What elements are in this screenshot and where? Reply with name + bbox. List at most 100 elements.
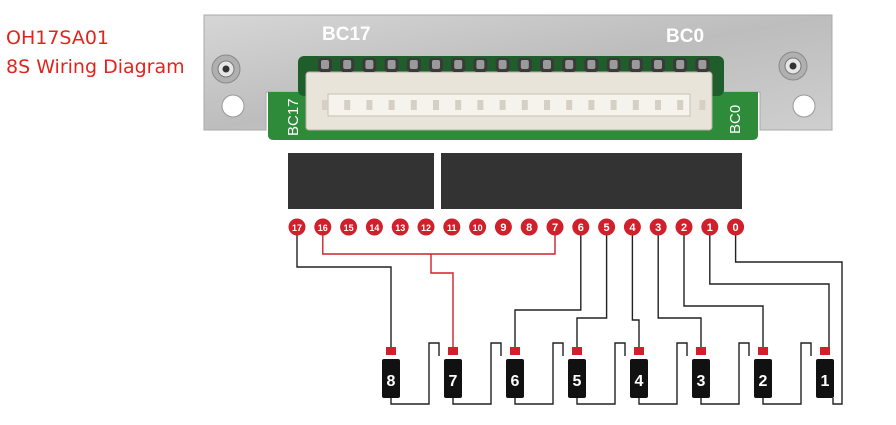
cell-label: 4: [635, 373, 644, 390]
pin-6: 6: [572, 218, 590, 236]
connector-pin-contact: [432, 60, 440, 69]
cell-body: [630, 359, 648, 398]
pin-dot: [727, 218, 745, 236]
cell-4: 4: [630, 347, 648, 398]
pin-8: 8: [520, 218, 538, 236]
plate-label-bc17: BC17: [322, 24, 371, 45]
pin-label: 12: [421, 223, 431, 233]
pin-label: 17: [292, 223, 302, 233]
pin-label: 2: [681, 222, 687, 234]
wire-series-link: [762, 342, 812, 405]
pin-dot: [675, 218, 693, 236]
connector-pins: [318, 58, 710, 110]
pin-dot: [469, 218, 487, 236]
pin-label: 15: [344, 223, 354, 233]
pin-12: 12: [417, 218, 435, 236]
cell-positive-cap: [634, 347, 644, 355]
pin-label: 6: [578, 222, 584, 234]
pcb-label-bc17: BC17: [285, 98, 302, 136]
wire-pin6-cell6: [514, 227, 582, 352]
connector-pin-contact: [409, 60, 418, 69]
pin-label: 11: [447, 223, 457, 233]
pin-dot: [288, 218, 306, 236]
connector-slot-tab: [521, 100, 528, 110]
connector-slot-tab: [410, 100, 417, 110]
connector-pin-contact: [520, 60, 529, 69]
cell-label: 7: [449, 373, 458, 390]
cell-1: 1: [816, 347, 834, 398]
pin-dot: [520, 218, 538, 236]
pin-14: 14: [365, 218, 383, 236]
wire-series-link: [390, 342, 440, 405]
connector-pin-contact: [676, 60, 685, 69]
cell-body: [568, 359, 586, 398]
pin-label: 3: [655, 222, 661, 234]
cell-body: [444, 359, 462, 398]
wire-series-link: [576, 342, 626, 405]
connector-pin-contact: [387, 60, 396, 69]
title-subtitle: 8S Wiring Diagram: [6, 56, 185, 78]
pin-0: 0: [727, 218, 745, 236]
cell-2: 2: [754, 347, 772, 398]
mount-hole-left: [221, 94, 245, 118]
connector-slot-tab: [433, 100, 439, 110]
connector-slot-tab: [388, 100, 395, 110]
connector-pin-contact: [498, 60, 507, 69]
connector-pin-contact: [321, 60, 329, 69]
pin-dot: [572, 218, 590, 236]
wires: [296, 227, 843, 405]
pin-dot: [598, 218, 616, 236]
cell-positive-cap: [820, 347, 830, 355]
screw-left-icon: [211, 54, 241, 84]
cell-body: [754, 359, 772, 398]
connector-pin-contact: [654, 60, 662, 69]
pin-dot: [701, 218, 719, 236]
cell-label: 3: [697, 373, 706, 390]
cell-label: 5: [573, 373, 582, 390]
pin-label: 10: [473, 223, 483, 233]
pin-16: 16: [314, 218, 332, 236]
pin-label: 14: [369, 223, 379, 233]
pin-dot: [546, 218, 564, 236]
connector-pin-contact: [587, 60, 596, 69]
connector-slot-tab: [655, 100, 661, 110]
connector-slot-tab: [699, 100, 706, 110]
cell-label: 8: [387, 373, 396, 390]
pin-dot: [314, 218, 332, 236]
pin-label: 7: [552, 222, 558, 234]
cell-label: 6: [511, 373, 520, 390]
pin-label: 8: [526, 222, 532, 234]
pin-1: 1: [701, 218, 719, 236]
cell-positive-cap: [386, 347, 396, 355]
connector-slot-tab: [677, 100, 684, 110]
wire-pin17-cell8: [296, 227, 392, 352]
pin-header-bar-right: [441, 153, 742, 209]
wire-pin3-cell3: [657, 227, 702, 352]
cell-positive-cap: [510, 347, 520, 355]
pin-label: 9: [500, 222, 506, 234]
pin-label: 16: [318, 223, 328, 233]
title-model: OH17SA01: [6, 27, 110, 49]
pin-15: 15: [340, 218, 358, 236]
pin-10: 10: [469, 218, 487, 236]
wire-series-link: [700, 342, 750, 405]
wire-pin4-cell4: [631, 227, 640, 352]
connector-slot-tab: [344, 100, 351, 110]
pin-dot: [365, 218, 383, 236]
wire-pin5-cell5: [576, 227, 608, 352]
connector-pin-contact: [565, 60, 574, 69]
pin-dot: [623, 218, 641, 236]
connector-slot-tab: [499, 100, 506, 110]
pin-dot: [340, 218, 358, 236]
plate-label-bc0: BC0: [666, 26, 704, 47]
connector-slot-tab: [477, 100, 484, 110]
pin-4: 4: [623, 218, 641, 236]
wire-pin1-cell1: [709, 227, 830, 352]
cell-3: 3: [692, 347, 710, 398]
connector-pin-contact: [631, 60, 640, 69]
pin-7: 7: [546, 218, 564, 236]
pin-label: 1: [707, 222, 713, 234]
connector-slot-tab: [322, 100, 328, 110]
